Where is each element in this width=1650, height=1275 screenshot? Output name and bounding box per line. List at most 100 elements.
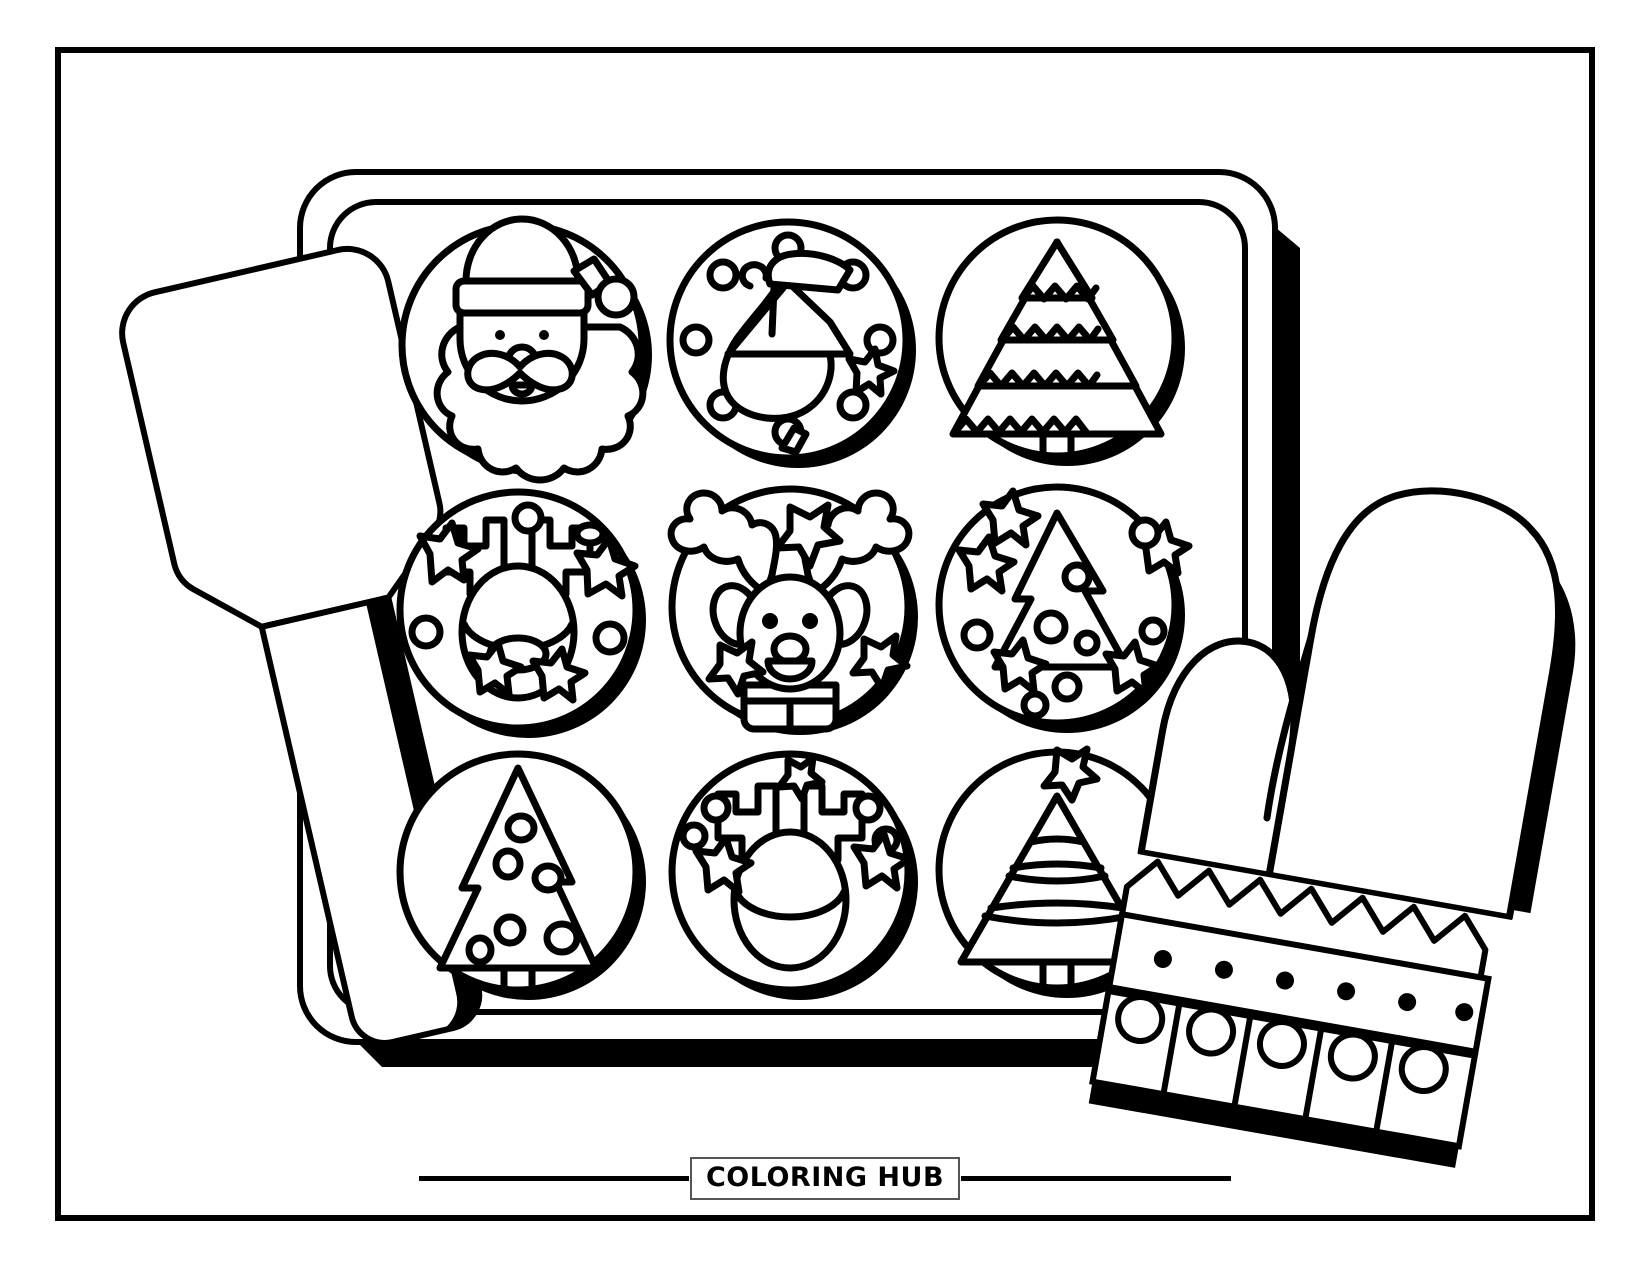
cuff-stripe-icon [1302,1028,1325,1120]
decor-star-icon [955,533,1018,595]
tree-dot-icon [504,812,538,844]
cookie-decor [408,501,639,704]
reindeer-eye-left-icon [762,613,778,629]
bell-ridge-icon [768,284,778,338]
cuff-dot-icon [1337,982,1356,1001]
cuff-circle-icon [1398,1043,1449,1094]
cuff-stripe-icon [1373,1040,1396,1133]
santa-hat-brim-icon [452,277,592,317]
cookie-spotted-tree [396,750,646,1000]
decor-star-icon [773,501,844,570]
santa-lip-icon [508,381,536,398]
cuff-dot-icon [1398,993,1417,1012]
mitt-cuff-stripes [1160,1003,1396,1133]
decor-dot-icon [573,521,607,547]
tree-zigzag-body-icon [991,509,1131,671]
cookie-decor [679,754,913,896]
mitt-thumb-icon [1137,637,1298,879]
cuff-stripe-icon [1160,1003,1183,1095]
tree-star-topper-icon [1040,745,1101,804]
cookie-reindeer-face [667,485,918,735]
bell-clapper-icon [778,424,810,456]
tree-dot-icon [531,862,565,894]
decor-dot-icon [679,821,709,851]
decor-dot-icon [1138,616,1168,646]
tree-dot-icon [492,847,524,881]
decor-star-icon [990,636,1050,695]
cookie-zigzag-tree [935,216,1185,466]
tree-zigzag-4-icon [951,415,1090,436]
bell-star-icon [845,345,898,398]
tree-trunk-icon [1039,958,1075,996]
reindeer-eye-right-icon [802,613,818,629]
cookie-santa-face [398,215,652,484]
decor-star-icon [573,535,639,600]
reindeer-smile-icon [764,657,816,683]
decor-star-icon [465,639,525,698]
santa-hat-icon [462,215,582,285]
mitt-thumb-crease-icon [1263,633,1315,822]
decor-dot-icon [511,501,545,535]
decor-star-icon [529,645,589,704]
cuff-stripe-icon [1231,1015,1254,1108]
mitt-cuff-circles [1115,993,1449,1094]
cuff-dot-icon [1214,960,1233,979]
tree-trunk-icon [500,964,536,998]
decor-dot-icon [408,614,444,650]
reindeer-antler-left-icon [667,489,780,597]
tree-dot-icon [543,920,581,956]
tree-dot-icon [465,934,495,966]
reindeer-scarf-line-icon [740,697,840,733]
tree-band-4-icon [987,899,1127,912]
cuff-circle-icon [1115,993,1166,1044]
reindeer-head-icon [730,828,850,972]
decor-star-icon [416,519,482,586]
santa-eye-left-icon [495,330,505,340]
bell-handle-icon [764,249,854,294]
cookie-bell [666,218,916,468]
tree-zigzag-3-icon [975,369,1101,390]
decor-dot-icon [700,792,732,824]
tree-band-1-icon [1027,835,1087,846]
decor-dot-icon [1051,671,1083,703]
cookie-reindeer-simple-left [396,488,646,738]
cuff-circle-icon [1186,1006,1237,1057]
reindeer-muzzle-band-icon [732,888,848,921]
cookie-decor [955,487,1193,720]
santa-pompom-icon [594,275,638,319]
decor-dot-icon [1020,690,1050,720]
decor-dot-icon [1128,516,1162,550]
mitt-cuff-bottom-shadow-icon [1088,1081,1459,1168]
tree-dot-icon [1033,609,1069,645]
cuff-circle-icon [1256,1018,1307,1069]
tree-band-3-icon [1005,872,1109,885]
tree-zigzag-2-icon [998,323,1102,344]
decor-star-icon [692,834,755,896]
tree-zigzag-1-icon [1019,282,1100,303]
mitt-cuff-band-dots-icon [1105,910,1492,1056]
cookie-dotted-tree [935,483,1193,733]
cuff-dot-icon [1455,1003,1474,1022]
mitt-cuff-zigzag-line-icon [1117,858,1489,989]
cuff-circle-icon [1327,1031,1378,1082]
santa-eye-right-icon [539,330,549,340]
oven-mitt [1088,487,1576,1168]
decor-star-icon [979,487,1042,549]
tree-dot-icon [1073,629,1101,657]
tree-band-2-icon [1009,860,1105,872]
cookie-reindeer-simple-bottom [668,750,918,1000]
bell-loop-icon [738,261,770,290]
cookie-grid [396,215,1193,1000]
tree-dot-icon [493,913,527,947]
cuff-dot-icon [1153,950,1172,969]
mitt-body-icon [1265,487,1563,922]
page-border [55,47,1595,1221]
tree-dot-icon [1061,561,1093,593]
tree-band-5-icon [981,912,1133,927]
decor-dot-icon [852,792,884,824]
decor-star-icon [849,632,911,692]
santa-moustache-icon [464,349,576,394]
decor-star-icon [775,754,826,803]
cookie-star-topped-tree [935,745,1185,998]
